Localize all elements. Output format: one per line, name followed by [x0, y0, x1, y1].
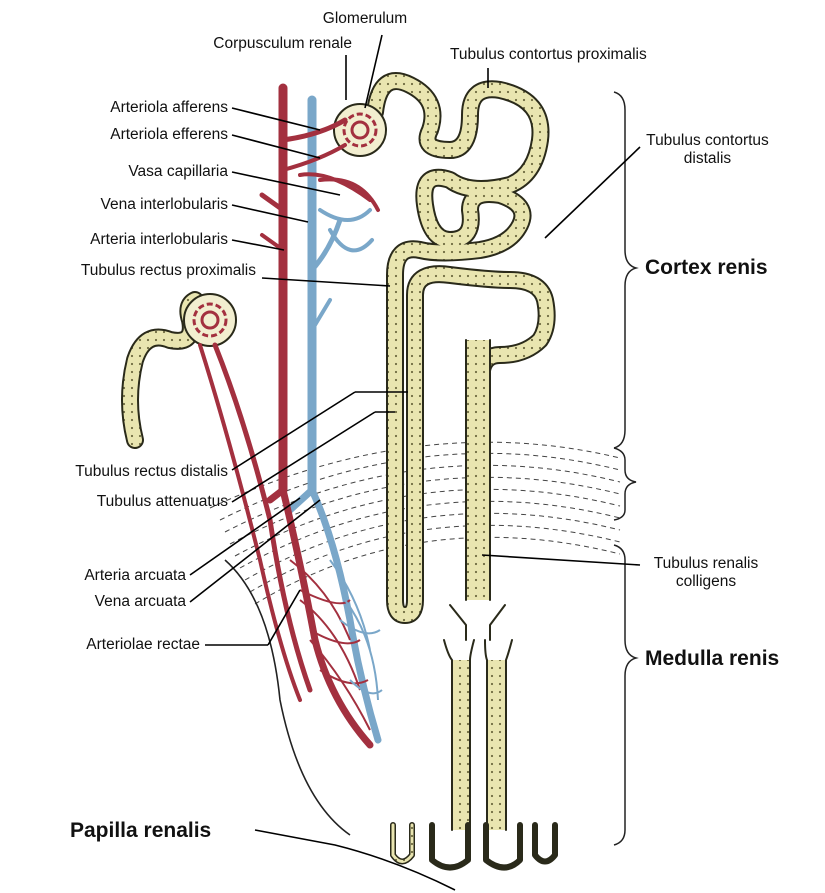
papilla-ducts	[390, 822, 558, 871]
label-tubulus-renalis-colligens-line1: Tubulus renalis	[653, 555, 759, 572]
label-arteriola-efferens: Arteriola efferens	[110, 126, 228, 143]
label-cortex-renis: Cortex renis	[645, 256, 768, 279]
veins	[286, 95, 382, 744]
collecting-duct	[443, 339, 513, 831]
leader-lines	[189, 34, 641, 891]
label-arteria-arcuata: Arteria arcuata	[84, 567, 186, 584]
label-tubulus-attenuatus: Tubulus attenuatus	[96, 493, 228, 510]
label-medulla-renis: Medulla renis	[645, 647, 780, 670]
label-tubulus-contortus-proximalis: Tubulus contortus proximalis	[450, 46, 647, 63]
label-tubulus-rectus-distalis: Tubulus rectus distalis	[75, 463, 228, 480]
label-tubulus-contortus-distalis-line1: Tubulus contortus	[646, 132, 769, 149]
label-vasa-capillaria: Vasa capillaria	[128, 163, 228, 180]
capillary-mesh	[289, 559, 371, 731]
label-tubulus-renalis-colligens-line2: colligens	[675, 573, 737, 590]
papilla-outline	[224, 559, 351, 836]
label-vena-arcuata: Vena arcuata	[94, 593, 186, 610]
label-tubulus-rectus-proximalis: Tubulus rectus proximalis	[80, 262, 256, 279]
label-arteriola-afferens: Arteriola afferens	[110, 99, 228, 116]
label-arteriolae-rectae: Arteriolae rectae	[86, 636, 200, 653]
arteries	[198, 83, 380, 749]
label-tubulus-contortus-distalis-line2: distalis	[683, 150, 732, 167]
glomerulus-left	[183, 293, 237, 347]
label-arteria-interlobularis: Arteria interlobularis	[90, 231, 228, 248]
label-tubulus-renalis-colligens: Tubulus renalis colligens	[636, 555, 776, 591]
venous-mesh	[329, 559, 383, 701]
label-vena-interlobularis: Vena interlobularis	[100, 196, 228, 213]
main-nephron-tubule	[366, 72, 556, 624]
label-corpusculum-renale: Corpusculum renale	[213, 35, 352, 52]
region-brackets	[613, 91, 639, 846]
label-tubulus-contortus-distalis: Tubulus contortus distalis	[640, 132, 775, 168]
label-glomerulum: Glomerulum	[322, 10, 408, 27]
label-papilla-renalis: Papilla renalis	[70, 819, 212, 842]
glomerulus-top	[333, 103, 387, 157]
